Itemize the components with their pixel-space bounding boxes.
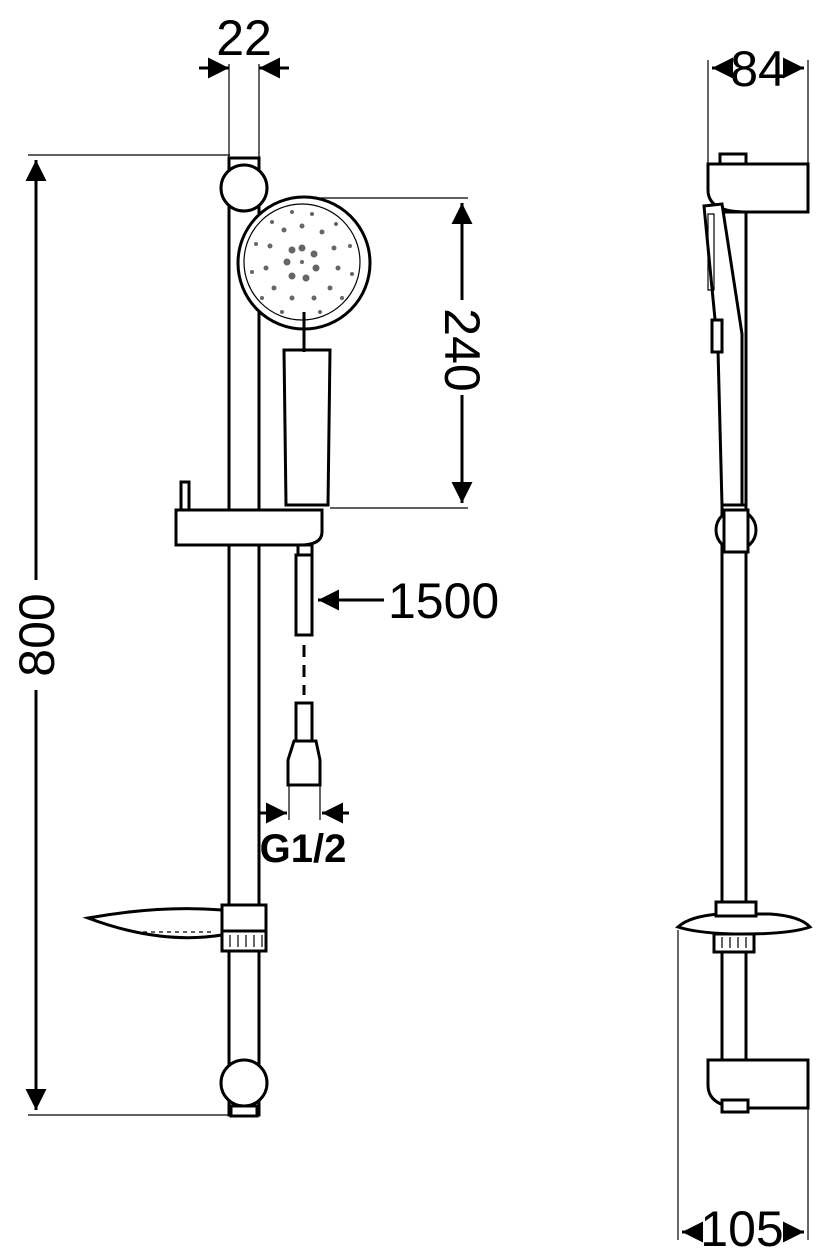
top-wall-bracket — [219, 163, 269, 213]
hand-shower — [236, 195, 372, 507]
dimension-bracket-depth: 105 — [677, 930, 809, 1252]
dimension-head-height: 240 — [318, 197, 490, 509]
dimension-thread: G1/2 — [260, 785, 349, 871]
dimension-rail-diameter: 22 — [199, 10, 289, 158]
dimension-depth: 84 — [707, 41, 809, 164]
bottom-wall-bracket — [219, 1058, 269, 1108]
side-rail — [720, 503, 748, 1107]
label-1500: 1500 — [388, 573, 499, 629]
front-view: 22 800 240 1500 G1/2 — [9, 10, 499, 1118]
label-240: 240 — [434, 308, 490, 391]
label-105: 105 — [700, 1201, 783, 1252]
side-soap-dish — [675, 900, 813, 954]
side-hand-shower — [702, 202, 744, 507]
side-bottom-bracket — [706, 1058, 810, 1114]
shower-hose — [286, 553, 322, 787]
side-view: 84 105 — [675, 41, 813, 1252]
soap-dish — [82, 903, 268, 953]
nozzle-pattern — [250, 210, 354, 314]
dimension-total-height: 800 — [9, 154, 230, 1116]
label-g12: G1/2 — [260, 827, 347, 871]
label-800: 800 — [9, 593, 65, 676]
label-84: 84 — [730, 41, 786, 97]
dimension-hose-length: 1500 — [318, 573, 499, 629]
side-slider — [714, 508, 758, 554]
label-22: 22 — [216, 10, 272, 66]
